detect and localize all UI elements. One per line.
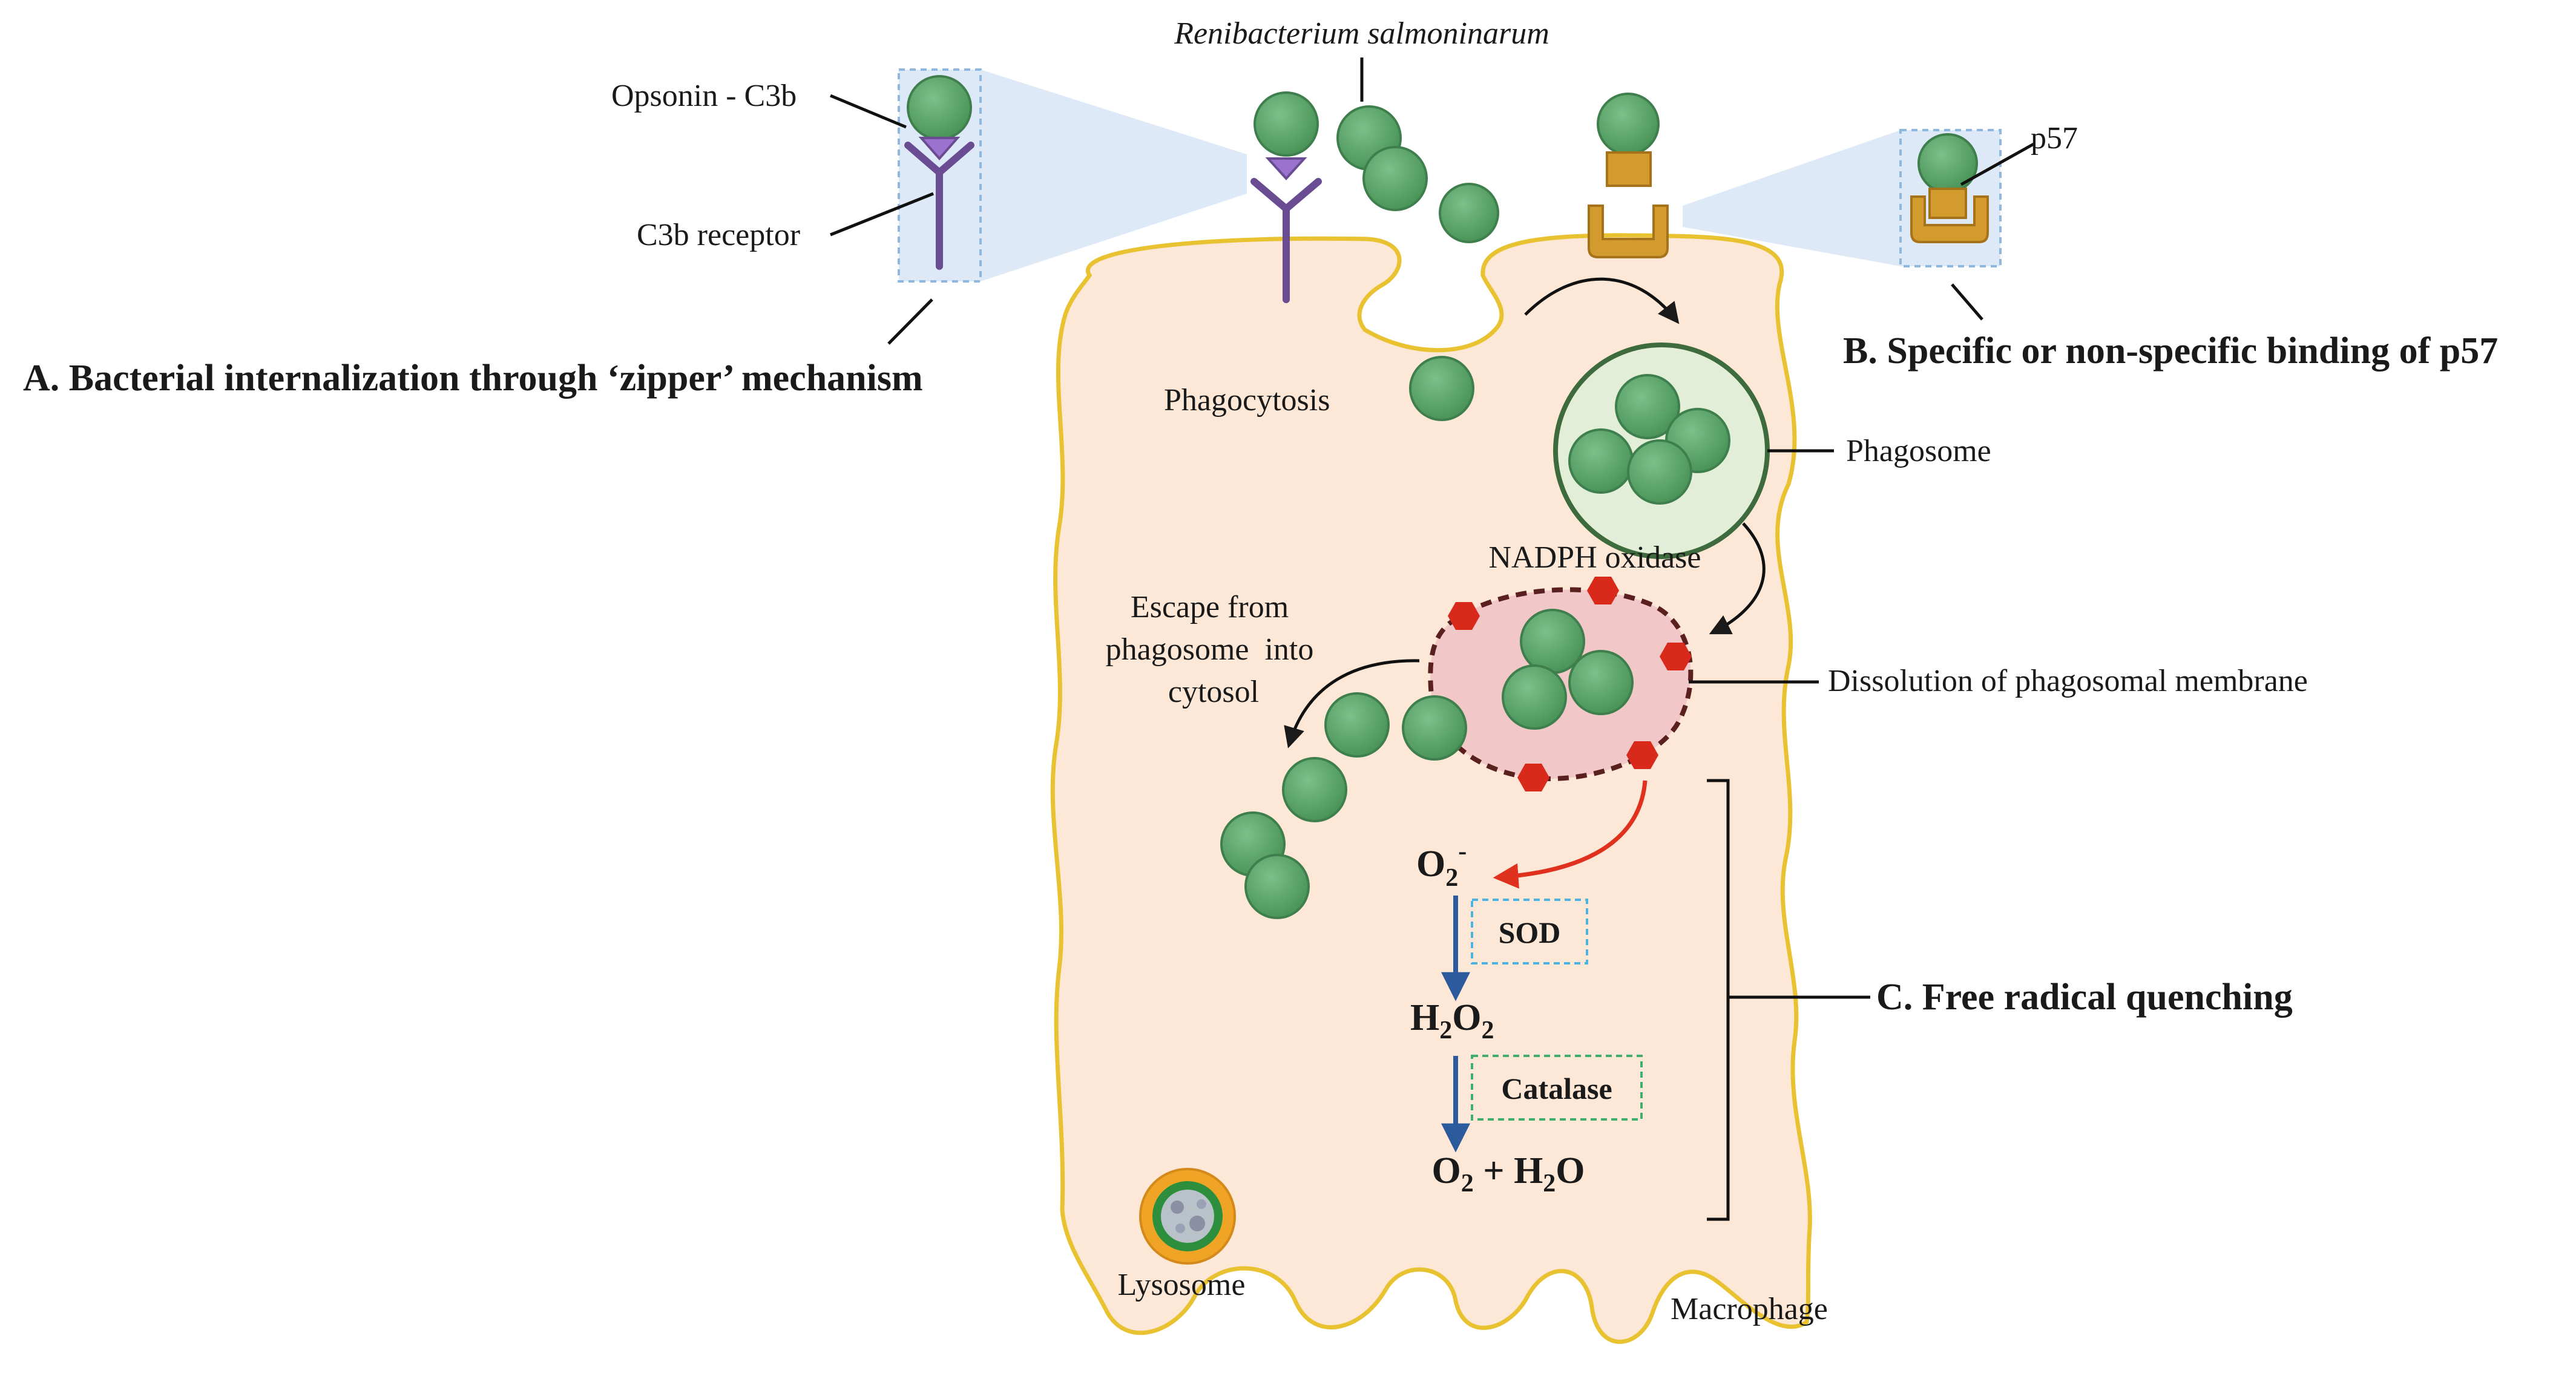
bacterium	[1568, 650, 1634, 715]
escape-label-line: phagosome into	[1106, 632, 1314, 667]
nadph-oxidase-hexagon	[1517, 764, 1549, 791]
p57-callout-protein	[1928, 188, 1967, 219]
surface-bacterium-p57	[1597, 93, 1660, 156]
leader-receptor	[830, 192, 934, 237]
bacterium-escaping	[1324, 692, 1390, 758]
nadph-oxidase-hexagon	[1448, 602, 1480, 630]
superoxide-sup: -	[1458, 837, 1467, 865]
nadph-oxidase-hexagon	[1660, 643, 1692, 670]
superoxide-base: O	[1416, 843, 1445, 885]
maturation-arrow	[1709, 522, 1766, 635]
c3b-bacterium	[907, 75, 972, 140]
products-label: O2 + H2O	[1385, 1150, 1613, 1197]
dissolution-label: Dissolution of phagosomal membrane	[1828, 664, 2308, 698]
phagosome-label: Phagosome	[1846, 434, 1991, 468]
opsonin-c3b-callout	[918, 137, 961, 161]
c3b-receptor-callout	[904, 142, 974, 270]
p57-label: p57	[2031, 121, 2078, 156]
lysosome-vesicle	[1197, 1199, 1206, 1209]
bacterium	[1615, 374, 1680, 439]
macrophage-label: Macrophage	[1671, 1292, 1828, 1326]
nadph-oxidase-label: NADPH oxidase	[1489, 540, 1701, 575]
surface-bacterium-c3b	[1254, 91, 1319, 157]
escape-label-line: cytosol	[1168, 675, 1259, 709]
callout-beam-left	[981, 70, 1247, 281]
leader-opsonin	[830, 94, 907, 129]
products-o-2: O	[1556, 1150, 1585, 1191]
bacterium-invaginating	[1409, 356, 1474, 421]
phagocytosis-arrow	[1524, 277, 1680, 324]
products-plus-h: + H	[1474, 1150, 1543, 1191]
escape-label-line: Escape from	[1131, 590, 1289, 624]
products-sub-1: 2	[1461, 1170, 1474, 1197]
peroxide-label: H2O2	[1410, 997, 1494, 1044]
leader-callout-a	[887, 298, 933, 345]
surface-c3b-receptor	[1250, 178, 1322, 303]
leader-callout-b	[1951, 283, 1983, 321]
lysosome-vesicle	[1189, 1216, 1205, 1231]
escape-label: Escape from phagosome into cytosol	[1106, 590, 1322, 709]
nadph-oxidase-hexagon	[1626, 741, 1658, 769]
nadph-oxidase-hexagon	[1587, 577, 1619, 604]
products-o: O	[1432, 1150, 1461, 1191]
peroxide-sub-2: 2	[1481, 1017, 1494, 1044]
species-label: Renibacterium salmoninarum	[1174, 16, 1549, 51]
lysosome-vesicle	[1175, 1223, 1185, 1233]
bacterium	[1568, 428, 1634, 494]
phagocytosis-label: Phagocytosis	[1164, 383, 1330, 418]
lysosome-vesicle	[1171, 1200, 1184, 1214]
surface-opsonin	[1265, 157, 1307, 180]
p57-callout-cup	[1910, 195, 1989, 243]
peroxide-sub-1: 2	[1439, 1017, 1452, 1044]
leader-p57	[1960, 142, 2035, 186]
callout-beam-right	[1683, 130, 1901, 266]
products-sub-2: 2	[1543, 1170, 1556, 1197]
bracket-c	[1707, 779, 1870, 1221]
peroxide-o: O	[1452, 997, 1481, 1038]
lysosome-core	[1161, 1190, 1214, 1243]
p57-callout-bacterium	[1917, 133, 1978, 194]
bacterium-escaping	[1282, 757, 1347, 822]
lysosome-label: Lysosome	[1118, 1268, 1246, 1302]
escape-arrow	[1284, 659, 1420, 748]
superoxide-sub: 2	[1445, 864, 1458, 892]
peroxide-h: H	[1410, 997, 1439, 1038]
receptor-label: C3b receptor	[637, 218, 800, 252]
heading-a: A. Bacterial internalization through ‘zi…	[23, 358, 923, 399]
bacterium-escaping	[1244, 854, 1310, 919]
p57-receptor-cup	[1588, 205, 1669, 258]
bacterium	[1439, 183, 1499, 243]
p57-protein	[1606, 151, 1652, 187]
opsonin-label: Opsonin - C3b	[611, 79, 797, 113]
heading-b: B. Specific or non-specific binding of p…	[1843, 330, 2498, 372]
catalase-label: Catalase	[1501, 1072, 1612, 1105]
superoxide-arrow	[1493, 780, 1648, 889]
bacterium	[1627, 439, 1692, 505]
bacterium	[1502, 664, 1567, 730]
heading-c: C. Free radical quenching	[1876, 977, 2293, 1018]
sod-box	[1471, 899, 1588, 965]
bacterium	[1362, 146, 1428, 211]
sod-label: SOD	[1499, 916, 1561, 949]
superoxide-label: O2-	[1416, 837, 1467, 892]
catalase-box	[1471, 1055, 1643, 1121]
bacterium-escaping	[1402, 695, 1467, 761]
